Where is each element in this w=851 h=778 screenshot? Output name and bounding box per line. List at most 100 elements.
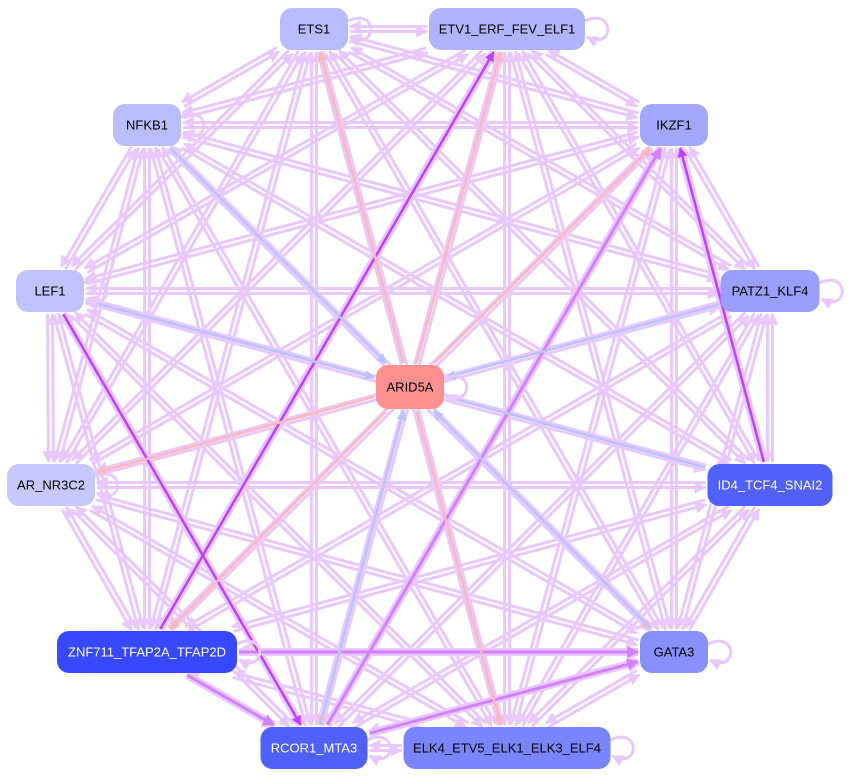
edge-LEF1-AR — [42, 314, 55, 464]
node-ar[interactable]: AR_NR3C2 — [7, 464, 95, 506]
node-box — [7, 464, 95, 506]
edge-RCOR1-ZNF711 — [187, 671, 276, 725]
edge-IKZF1-PATZ1 — [683, 148, 756, 271]
node-label: ETV1_ERF_FEV_ELF1 — [439, 21, 576, 36]
edge-GATA3-ELK4 — [544, 669, 638, 725]
node-label: IKZF1 — [656, 117, 691, 132]
edge-NFKB1-ARID5A — [169, 147, 387, 364]
edge-GATA3-ARID5A — [433, 410, 652, 630]
edge-ZNF711-ETV1 — [161, 52, 498, 632]
node-id4[interactable]: ID4_TCF4_SNAI2 — [707, 464, 833, 506]
edge-NFKB1-LEF1 — [59, 145, 133, 268]
edge-GATA3-ETS1 — [328, 49, 665, 629]
edge-ARID5A-ZNF711 — [168, 410, 388, 630]
edge-PATZ1-NFKB1 — [182, 129, 720, 277]
edge-RCOR1-ARID5A — [318, 410, 407, 726]
self-loop-AR — [94, 472, 120, 504]
node-box — [280, 8, 348, 50]
self-loop-ELK4 — [609, 735, 635, 767]
node-label: GATA3 — [654, 644, 695, 659]
node-gata3[interactable]: GATA3 — [640, 631, 708, 673]
node-lef1[interactable]: LEF1 — [16, 270, 84, 312]
self-loop-GATA3 — [707, 639, 733, 671]
node-box — [376, 365, 444, 409]
edge-ETV1-NFKB1 — [181, 46, 427, 116]
edge-ETV1-IKZF1 — [545, 52, 638, 108]
node-box — [720, 270, 820, 312]
edge-ARID5A-AR — [96, 395, 375, 475]
node-arid5a[interactable]: ARID5A — [376, 365, 444, 409]
node-ikzf1[interactable]: IKZF1 — [640, 104, 708, 146]
edge-ELK4-PATZ1 — [521, 314, 761, 727]
node-znf711[interactable]: ZNF711_TFAP2A_TFAP2D — [57, 631, 237, 673]
edge-PATZ1-ZNF711 — [184, 310, 730, 629]
edge-ETS1-ZNF711 — [147, 50, 307, 630]
node-patz1[interactable]: PATZ1_KLF4 — [720, 270, 820, 312]
edge-AR-LEF1 — [46, 312, 59, 462]
edge-ID4-NFKB1 — [183, 142, 733, 462]
edge-NFKB1-ETS1 — [183, 50, 281, 108]
self-loop-ETS1 — [347, 16, 373, 48]
edge-ZNF711-ETV1 — [159, 51, 495, 630]
edge-ZNF711-RCOR1 — [186, 673, 276, 727]
self-loop-ARID5A — [443, 374, 469, 406]
node-label: RCOR1_MTA3 — [271, 740, 357, 755]
edge-ID4-ZNF711 — [230, 498, 706, 630]
edge-LEF1-RCOR1 — [62, 313, 302, 726]
edge-PATZ1-IKZF1 — [688, 145, 761, 268]
edge-NFKB1-PATZ1 — [181, 135, 720, 283]
edge-ZNF711-PATZ1 — [187, 314, 733, 633]
edge-ARID5A-IKZF1 — [433, 147, 652, 364]
node-label: PATZ1_KLF4 — [732, 283, 809, 298]
self-loop-ETV1 — [584, 16, 610, 48]
node-box — [16, 270, 84, 312]
self-loop-NFKB1 — [180, 112, 206, 144]
edge-AR-IKZF1 — [91, 146, 641, 466]
edge-ELK4-AR — [91, 504, 470, 725]
node-label: ZNF711_TFAP2A_TFAP2D — [68, 644, 226, 659]
edge-RCOR1-GATA3 — [369, 661, 640, 738]
edge-GATA3-RCOR1 — [367, 657, 638, 734]
node-box — [429, 8, 585, 50]
node-box — [640, 104, 708, 146]
node-label: AR_NR3C2 — [17, 477, 85, 492]
edge-PATZ1-ETS1 — [350, 46, 732, 268]
edge-ARID5A-ETS1 — [317, 51, 405, 364]
edges-layer — [42, 16, 844, 767]
edge-NFKB1-ETV1 — [183, 49, 429, 120]
edge-ETS1-NFKB1 — [180, 46, 278, 104]
edge-NFKB1-ID4 — [180, 146, 730, 466]
edge-ZNF711-RCOR1 — [185, 675, 274, 729]
node-box — [113, 104, 181, 146]
node-box — [260, 727, 368, 769]
edge-AR-ZNF711 — [60, 508, 133, 632]
node-rcor1[interactable]: RCOR1_MTA3 — [260, 727, 368, 769]
edge-ZNF711-AR — [65, 505, 138, 629]
edge-ZNF711-ETS1 — [154, 51, 314, 631]
node-nfkb1[interactable]: NFKB1 — [113, 104, 181, 146]
node-box — [403, 727, 611, 769]
node-etv1[interactable]: ETV1_ERF_FEV_ELF1 — [429, 8, 585, 50]
edge-IKZF1-AR — [88, 142, 638, 462]
node-label: LEF1 — [34, 283, 65, 298]
self-loop-RCOR1 — [366, 735, 392, 767]
edge-ID4-ARID5A — [445, 394, 706, 469]
node-label: ELK4_ETV5_ELK1_ELK3_ELF4 — [413, 740, 601, 755]
edge-ETS1-GATA3 — [323, 52, 660, 632]
self-loop-LEF1 — [83, 278, 109, 310]
node-label: ETS1 — [298, 21, 331, 36]
edge-ELK4-GATA3 — [547, 673, 641, 729]
edge-RCOR1-LEF1 — [64, 311, 305, 725]
edge-RCOR1-GATA3 — [369, 658, 640, 735]
self-loop-PATZ1 — [818, 278, 844, 310]
node-ets1[interactable]: ETS1 — [280, 8, 348, 50]
edge-ARID5A-ELK4 — [415, 410, 504, 726]
edge-GATA3-LEF1 — [86, 308, 641, 631]
edge-ELK4-NFKB1 — [161, 145, 498, 725]
edge-ZNF711-ID4 — [233, 501, 708, 633]
node-elk4[interactable]: ELK4_ETV5_ELK1_ELK3_ELF4 — [403, 727, 611, 769]
edge-LEF1-ARID5A — [85, 299, 375, 380]
edge-RCOR1-IKZF1 — [328, 148, 665, 728]
